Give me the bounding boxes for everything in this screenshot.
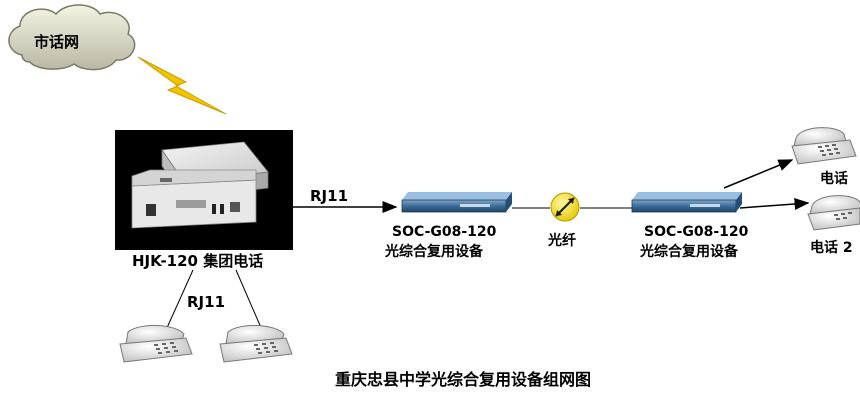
phone-icon-right-top	[791, 127, 857, 165]
phone-icon-right-bottom	[807, 195, 860, 231]
fiber-icon	[550, 192, 580, 222]
link-mux-to-phone-bottom	[739, 198, 810, 210]
right-mux-device: SOC-G08-120 光综合复用设备	[631, 192, 749, 260]
cloud-label: 市话网	[34, 33, 79, 51]
pbx-device: HJK-120 集团电话	[115, 130, 293, 270]
left-mux-model: SOC-G08-120	[392, 224, 497, 240]
left-mux-name: 光综合复用设备	[384, 243, 484, 260]
city-network-cloud: 市话网	[8, 4, 136, 71]
rj11-top-label: RJ11	[310, 187, 348, 205]
rj11-wire-left	[165, 269, 194, 331]
left-mux-device: SOC-G08-120 光综合复用设备	[384, 192, 512, 260]
fiber-label: 光纤	[547, 232, 576, 249]
phone-icon-bottom-right	[219, 324, 293, 363]
link-mux-to-phone-top	[723, 159, 794, 189]
rj11-wire-right	[235, 269, 263, 331]
lightning-icon	[137, 56, 227, 115]
right-mux-model: SOC-G08-120	[644, 224, 749, 240]
phone-top-label: 电话	[820, 170, 848, 187]
phone-icon-bottom-left	[119, 324, 193, 363]
pbx-label: HJK-120 集团电话	[132, 252, 263, 270]
rj11-bottom-label: RJ11	[187, 293, 225, 311]
right-mux-name: 光综合复用设备	[639, 243, 739, 260]
phone-bottom-label: 电话 2	[810, 239, 853, 256]
diagram-caption: 重庆忠县中学光综合复用设备组网图	[335, 370, 591, 389]
